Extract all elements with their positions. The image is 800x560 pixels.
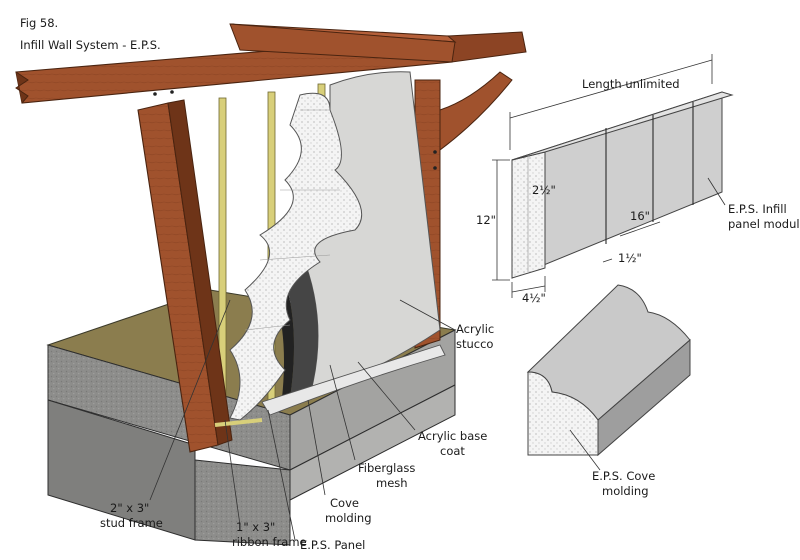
peg (433, 150, 437, 154)
beam-end (447, 31, 527, 63)
cove-label-1: Cove (330, 496, 359, 510)
stud-label-2: stud frame (100, 516, 163, 530)
fiberglass-label-2: mesh (376, 476, 408, 490)
gap-label: 1½" (618, 251, 642, 265)
peg (170, 90, 174, 94)
module-top-face (511, 91, 734, 161)
footing-ledge (289, 384, 456, 501)
cove-label-2: molding (325, 511, 372, 525)
base-coat-label-2: coat (440, 444, 465, 458)
height-label: 12" (476, 213, 496, 227)
gap-dim-line (602, 258, 613, 263)
wall-layers (229, 71, 446, 421)
ribbon-frame (214, 418, 263, 427)
leaders (149, 177, 726, 541)
eps-panel-label: E.P.S. Panel (300, 538, 365, 552)
acrylic-stucco-label-2: stucco (456, 337, 493, 351)
peg (153, 92, 157, 96)
ribbon-label-2: ribbon frame (232, 535, 307, 549)
stud-label-1: 2" x 3" (110, 501, 149, 515)
dimensions (492, 54, 713, 298)
eps-infill-label-2: panel module (728, 217, 800, 231)
length-label: Length unlimited (582, 77, 680, 91)
length-dim-line (509, 59, 713, 119)
cove-molding-strip (261, 344, 446, 416)
front-post-side (167, 99, 233, 446)
eps-cove-label-1: E.P.S. Cove (592, 469, 655, 483)
eps-infill-module (511, 91, 734, 279)
footing-left (47, 399, 196, 541)
fiberglass-mesh-layer (285, 250, 318, 398)
width-dim-line (511, 285, 546, 293)
cove-back-face (597, 338, 691, 457)
module-label: 16" (630, 209, 650, 223)
timber-frame-front (15, 23, 527, 453)
base-coat-label-1: Acrylic base (418, 429, 487, 443)
eps-cove-molding (526, 284, 691, 457)
eps-cove-label-2: molding (602, 484, 649, 498)
module-dim-line (619, 221, 661, 237)
cross-beam (229, 23, 456, 63)
offset-label: 2½" (532, 183, 556, 197)
width-label: 4½" (522, 291, 546, 305)
ribbon-label-1: 1" x 3" (236, 520, 275, 534)
fiberglass-label-1: Fiberglass (358, 461, 415, 475)
eps-infill-label-1: E.P.S. Infill (728, 202, 787, 216)
module-end-face (511, 151, 546, 279)
peg (433, 166, 437, 170)
beam-notch (15, 71, 29, 104)
figure-number: Fig 58. (20, 16, 58, 30)
figure-title: Infill Wall System - E.P.S. (20, 38, 161, 52)
back-knee-brace (439, 71, 513, 152)
acrylic-stucco-label-1: Acrylic (456, 322, 494, 336)
eps-panel-layer (229, 92, 363, 421)
